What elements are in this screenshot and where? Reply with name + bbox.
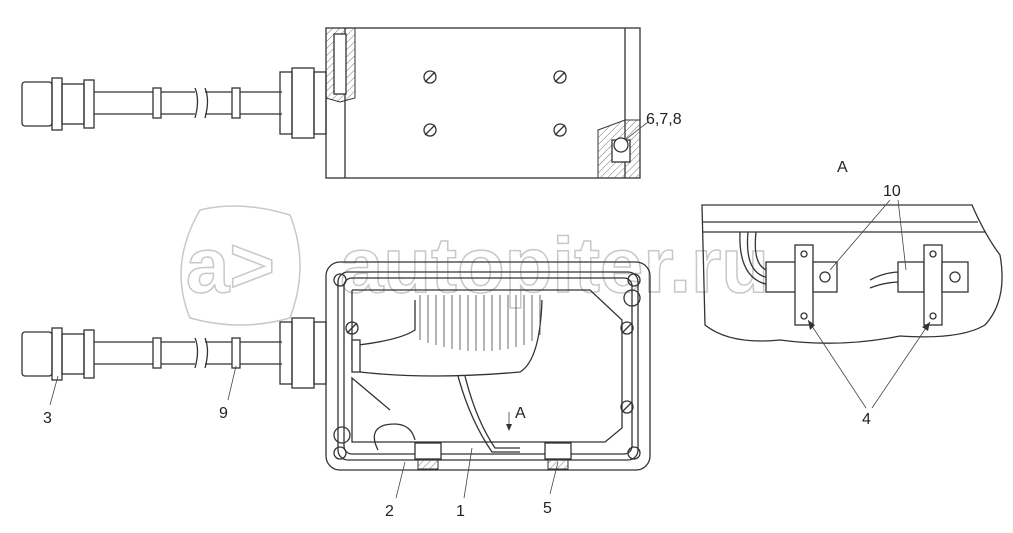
callout-3: 3 <box>43 410 52 427</box>
watermark-logo <box>180 205 301 326</box>
watermark-text: autopiter.ru <box>340 221 769 309</box>
callout-4: 4 <box>862 411 871 428</box>
junction-box <box>325 261 651 471</box>
connector-plug-bottom <box>21 327 95 381</box>
box-side-view <box>325 27 641 179</box>
detail-view-a: A 10 4 <box>701 159 1003 428</box>
screw-icon <box>620 321 634 335</box>
screw-icon <box>345 321 359 335</box>
screw-icon <box>423 123 437 137</box>
cable-gland-bottom <box>279 317 327 389</box>
cable-top <box>94 87 282 119</box>
bottom-view: A 3 9 2 1 5 <box>21 261 651 520</box>
screw-icon <box>620 400 634 414</box>
callout-6-7-8: 6,7,8 <box>646 111 682 128</box>
cable-bottom <box>94 337 282 369</box>
callout-2: 2 <box>385 503 394 520</box>
connector-plug-top <box>21 77 95 131</box>
top-view: 6,7,8 <box>21 27 682 179</box>
callout-9: 9 <box>219 405 228 422</box>
heating-coil <box>351 295 543 377</box>
watermark-logo-text: a> <box>186 221 275 309</box>
callout-10: 10 <box>883 183 901 200</box>
callout-1: 1 <box>456 503 465 520</box>
cable-gland-top <box>279 67 327 139</box>
screw-icon <box>553 70 567 84</box>
view-arrow-label: A <box>515 405 526 422</box>
screw-icon <box>423 70 437 84</box>
detail-title: A <box>837 159 848 176</box>
watermark: a> autopiter.ru <box>180 205 770 326</box>
callout-5: 5 <box>543 500 552 517</box>
screw-icon <box>553 123 567 137</box>
